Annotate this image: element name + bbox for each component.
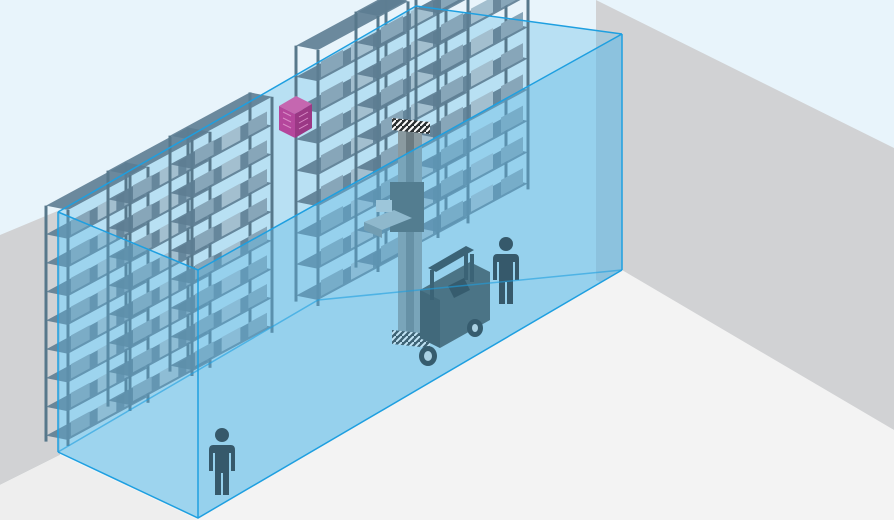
warehouse-scene	[0, 0, 894, 520]
warehouse-illustration	[0, 0, 894, 520]
